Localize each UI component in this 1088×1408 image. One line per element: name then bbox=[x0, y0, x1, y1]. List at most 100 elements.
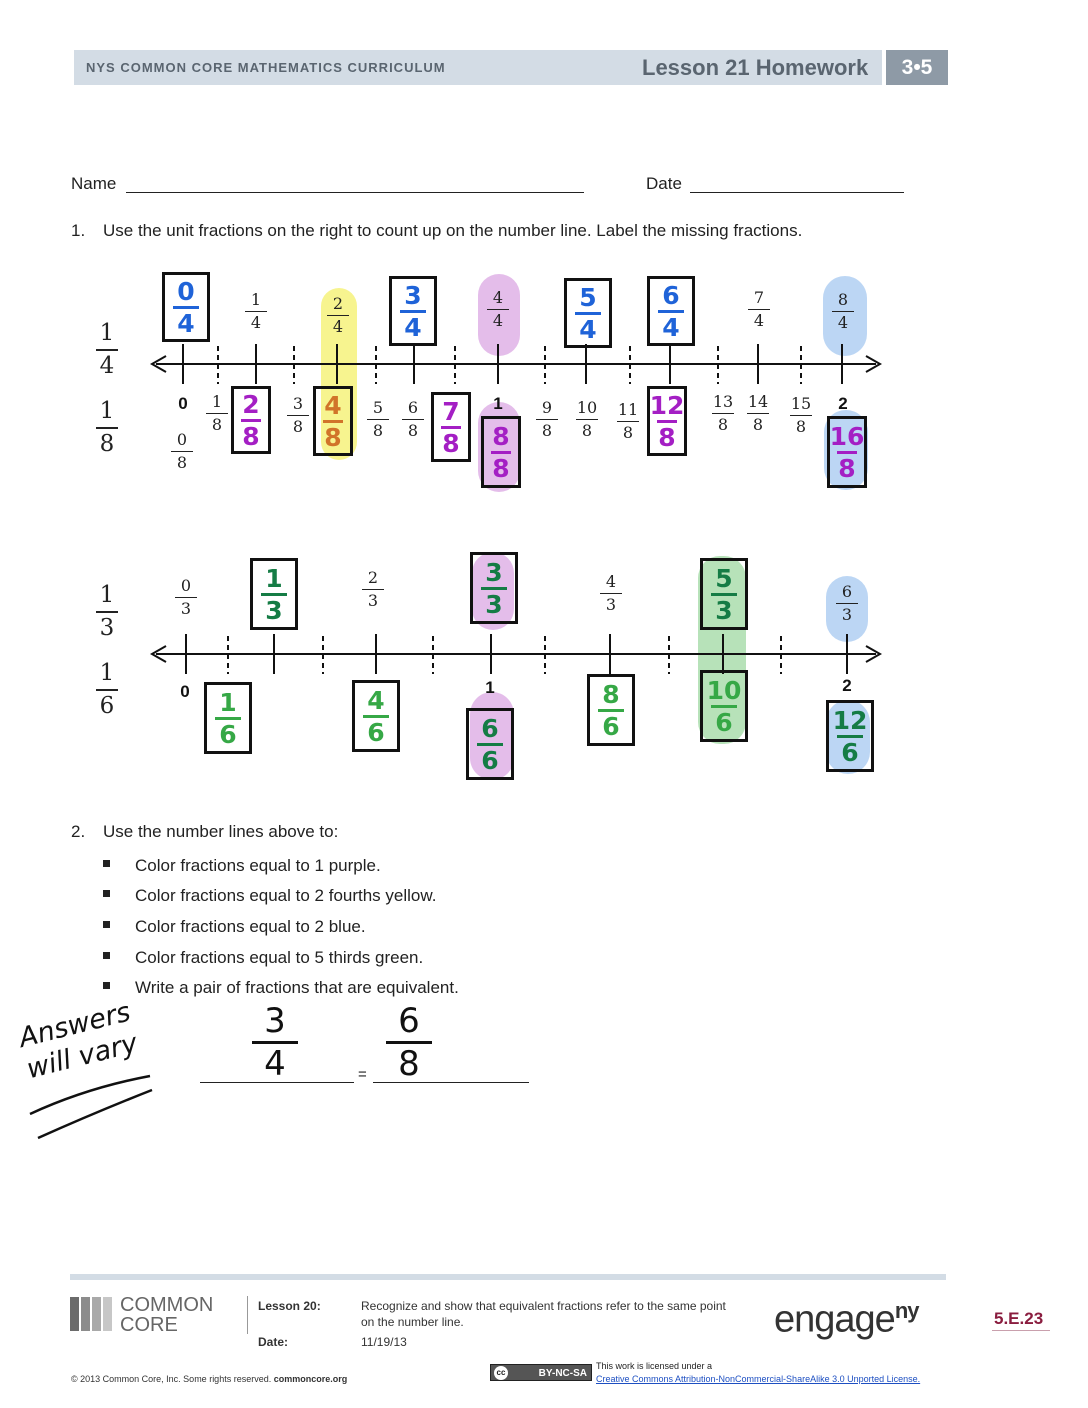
line2-whole-0: 0 bbox=[180, 682, 190, 701]
lesson-title: Lesson 21 Homework bbox=[642, 55, 869, 80]
engageny-logo: engageny bbox=[774, 1298, 919, 1341]
footer-date-label: Date: bbox=[258, 1335, 289, 1349]
blue-highlight-six-thirds bbox=[826, 576, 868, 642]
cc-icon: cc bbox=[494, 1366, 508, 1380]
question-1-text: Use the unit fractions on the right to c… bbox=[103, 221, 803, 240]
q2-bullet-text: Color fractions equal to 5 thirds green. bbox=[135, 948, 424, 967]
line2-whole-2: 2 bbox=[842, 676, 852, 695]
footer-lesson-text-1: Recognize and show that equivalent fract… bbox=[361, 1299, 726, 1313]
name-label: Name bbox=[71, 174, 117, 193]
name-field-line[interactable] bbox=[126, 192, 584, 193]
number-lines bbox=[149, 344, 883, 674]
footer-lesson-label: Lesson 20: bbox=[258, 1299, 321, 1313]
copyright: © 2013 Common Core, Inc. Some rights res… bbox=[71, 1374, 348, 1384]
bullet-icon bbox=[103, 860, 110, 867]
bullet-icon bbox=[103, 952, 110, 959]
number-line-1-left-arrow bbox=[149, 355, 167, 373]
bullet-icon bbox=[103, 921, 110, 928]
footer-bar bbox=[70, 1274, 946, 1280]
bullet-icon bbox=[103, 890, 110, 897]
line2-whole-1: 1 bbox=[485, 678, 495, 697]
license-link[interactable]: Creative Commons Attribution-NonCommerci… bbox=[596, 1374, 921, 1384]
footer-lesson-text-2: on the number line. bbox=[361, 1315, 464, 1329]
line1-whole-0: 0 bbox=[178, 394, 188, 413]
blue-highlight-eight-fourths bbox=[823, 276, 867, 356]
line1-whole-2: 2 bbox=[838, 394, 848, 413]
question-1-number: 1. bbox=[71, 221, 86, 240]
blue-highlight-sixteen-eighths bbox=[824, 410, 868, 490]
cc-license-badge: cc BY-NC-SA bbox=[490, 1364, 592, 1381]
grade-badge: 3•5 bbox=[886, 50, 948, 85]
equals-sign: = bbox=[358, 1066, 367, 1083]
page-number: 5.E.23 bbox=[994, 1309, 1044, 1328]
number-line-2-sixth-ticks bbox=[185, 634, 848, 674]
equiv-left-fraction: 3 4 bbox=[252, 1004, 298, 1081]
bullet-icon bbox=[103, 982, 110, 989]
question-2-number: 2. bbox=[71, 822, 86, 841]
note-underline bbox=[29, 1074, 153, 1140]
page-number-underline bbox=[992, 1330, 1050, 1331]
license-text: This work is licensed under a bbox=[596, 1361, 713, 1371]
q2-bullet-text: Color fractions equal to 2 fourths yello… bbox=[135, 886, 437, 905]
purple-highlight-six-sixths bbox=[470, 692, 514, 780]
number-line-2-left-arrow bbox=[149, 645, 167, 663]
purple-highlight-three-thirds bbox=[472, 552, 514, 630]
q2-bullet-text: Write a pair of fractions that are equiv… bbox=[135, 978, 459, 997]
q2-bullet-text: Color fractions equal to 2 blue. bbox=[135, 917, 366, 936]
question-2-text: Use the number lines above to: bbox=[103, 822, 339, 841]
purple-highlight-four-fourths bbox=[478, 274, 520, 356]
equiv-right-blank[interactable] bbox=[373, 1082, 529, 1083]
number-line-2-twelfth-ticks bbox=[227, 636, 782, 674]
number-line-1-eighth-ticks bbox=[217, 346, 802, 384]
equiv-left-blank[interactable] bbox=[200, 1082, 354, 1083]
q2-bullet-text: Color fractions equal to 1 purple. bbox=[135, 856, 381, 875]
date-label: Date bbox=[646, 174, 682, 193]
number-line-1-right-arrow bbox=[865, 355, 883, 373]
date-field-line[interactable] bbox=[690, 192, 904, 193]
number-line-1-quarter-ticks bbox=[182, 344, 843, 384]
common-core-logo-text: COMMON CORE bbox=[120, 1294, 214, 1336]
equiv-right-fraction: 6 8 bbox=[386, 1004, 432, 1081]
footer-divider bbox=[247, 1296, 248, 1334]
common-core-logo-icon bbox=[70, 1297, 112, 1331]
number-line-2-right-arrow bbox=[865, 645, 883, 663]
footer-date-value: 11/19/13 bbox=[361, 1335, 407, 1349]
